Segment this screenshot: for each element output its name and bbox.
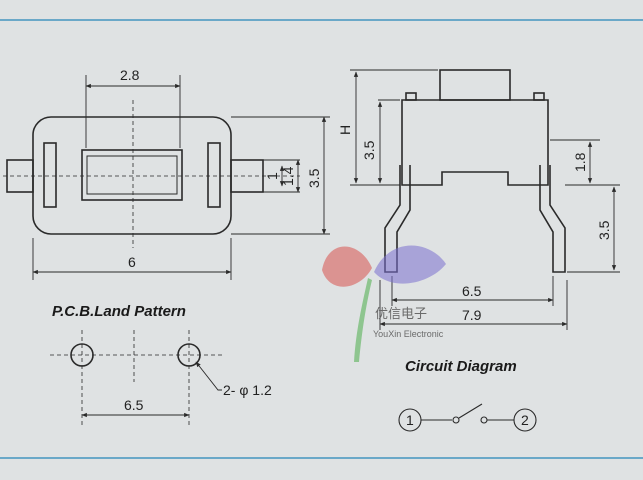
logo-english-name: YouXin Electronic [373, 329, 444, 339]
dim-terminal-span: 1.4 [280, 166, 296, 186]
switch-contact-right [480, 416, 488, 424]
switch-lever [458, 403, 483, 419]
dim-height-h: H [337, 125, 353, 135]
pin2-circle [513, 408, 537, 432]
dim-terminal-width: 1 [264, 172, 280, 180]
dim-body-width: 3.5 [306, 168, 322, 188]
plunger [439, 69, 511, 101]
dim-body-height: 3.5 [361, 140, 377, 160]
pcb-pattern [50, 330, 225, 425]
circuit-symbol [398, 403, 537, 432]
dim-lead-height: 3.5 [596, 220, 612, 240]
logo-red-petal [322, 246, 372, 287]
pin2-label: 2 [521, 412, 529, 428]
right-lead [539, 165, 566, 273]
pcb-title: P.C.B.Land Pattern [52, 303, 186, 320]
switch-contact-left [452, 416, 460, 424]
side-view [384, 69, 566, 273]
side-body-outline [401, 99, 549, 186]
pcb-hole-spacing: 6.5 [124, 397, 144, 413]
left-shoulder [405, 92, 417, 101]
logo-green-stem [354, 278, 372, 362]
side-view-dimensions [350, 69, 620, 330]
logo-purple-petal [374, 245, 446, 284]
logo-chinese-name: 优信电子 [375, 307, 427, 322]
left-side-tab [43, 142, 57, 208]
actuator-inner [86, 155, 178, 195]
circuit-title: Circuit Diagram [405, 358, 517, 375]
top-view [3, 100, 300, 248]
brand-logo [322, 245, 446, 362]
dim-actuator-width: 2.8 [120, 67, 140, 83]
dim-body-length: 6 [128, 254, 136, 270]
actuator-outer [81, 149, 183, 201]
switch-body-outline [32, 116, 232, 235]
dim-lead-offset: 1.8 [572, 152, 588, 172]
right-shoulder [533, 92, 545, 101]
dim-lead-span-outer: 7.9 [462, 307, 482, 323]
top-view-dimensions [32, 75, 330, 280]
dim-lead-span-inner: 6.5 [462, 283, 482, 299]
hole-leader [195, 361, 222, 391]
pcb-hole-label: 2- φ 1.2 [223, 382, 272, 398]
right-side-tab [207, 142, 221, 208]
pin1-label: 1 [406, 412, 414, 428]
